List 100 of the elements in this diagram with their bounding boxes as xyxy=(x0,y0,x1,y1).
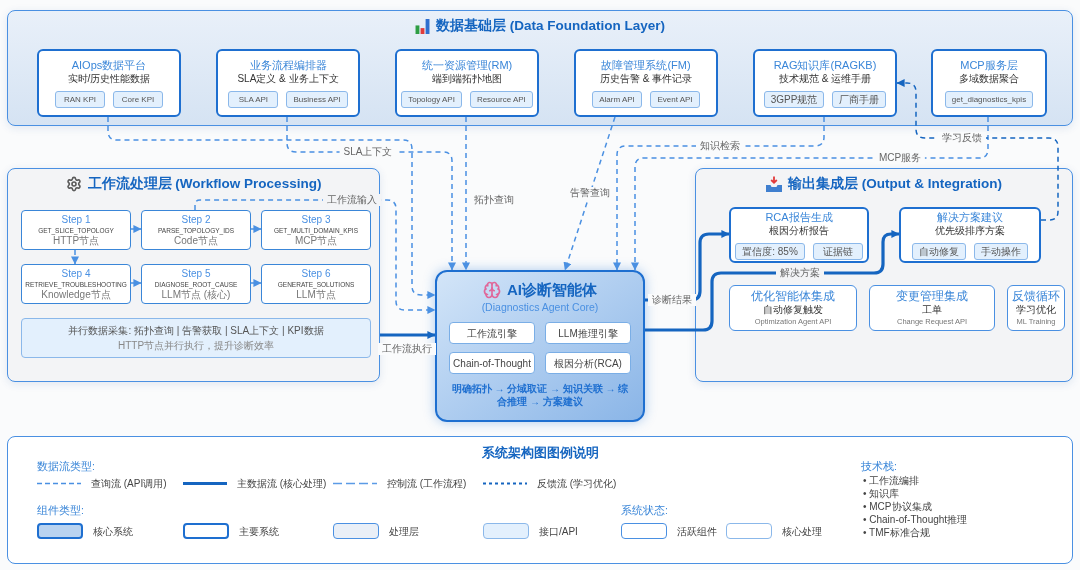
integration-box xyxy=(729,285,857,331)
list-item: • TMF标准合规 xyxy=(863,527,930,539)
note-text: 并行数据采集: 拓扑查询 | 告警获取 | SLA上下文 | KPI数据 xyxy=(68,324,324,337)
step-box xyxy=(21,264,131,304)
step-type: Knowledge节点 xyxy=(41,288,111,301)
integration-box xyxy=(869,285,995,331)
step-title: Step 4 xyxy=(61,267,91,280)
tag: get_diagnostics_kpis xyxy=(944,91,1034,108)
legend-heading: 数据流类型: xyxy=(37,459,95,474)
step-box xyxy=(141,210,251,250)
module-box: 工作流引擎 xyxy=(449,322,535,344)
box-title: 故障管理系统(FM) xyxy=(601,58,691,72)
legend-label: 控制流 (工作流程) xyxy=(387,476,467,491)
core-subtitle: (Diagnostics Agent Core) xyxy=(481,300,599,314)
tag: Alarm API xyxy=(592,91,642,108)
step-title: Step 6 xyxy=(301,267,331,280)
legend-label: 处理层 xyxy=(389,524,419,539)
box-title: AIOps数据平台 xyxy=(71,58,147,72)
layer-panel xyxy=(7,10,1073,126)
arrow xyxy=(130,279,142,287)
arrow xyxy=(613,116,825,271)
step-title: Step 3 xyxy=(301,213,331,226)
legend-label: 接口/API xyxy=(539,524,578,539)
step-type: LLM节点 xyxy=(296,288,336,301)
tag: RAN KPI xyxy=(55,91,105,108)
step-type: LLM节点 (核心) xyxy=(161,288,231,301)
box-subtitle: 端到端拓扑地图 xyxy=(432,72,502,85)
box-subtitle: 优先级排序方案 xyxy=(935,224,1005,237)
arrow xyxy=(563,116,616,271)
layer-title: 工作流处理层 (Workflow Processing) xyxy=(87,175,322,193)
system-box xyxy=(395,49,539,117)
edge-label: 诊断结果 xyxy=(648,294,696,306)
edge-label: MCP服务 xyxy=(874,152,926,164)
arrow xyxy=(130,225,142,233)
box-title: 统一资源管理(RM) xyxy=(421,58,513,72)
arrow xyxy=(107,116,436,299)
tag: Resource API xyxy=(469,91,533,108)
note-subtext: HTTP节点并行执行，提升诊断效率 xyxy=(117,339,275,352)
step-box xyxy=(141,264,251,304)
edge-label: 解决方案 xyxy=(776,267,824,279)
step-title: Step 5 xyxy=(181,267,211,280)
step-type: HTTP节点 xyxy=(52,234,100,247)
system-box xyxy=(931,49,1047,117)
edge-label: 知识检索 xyxy=(696,140,744,152)
box-subtitle: 自动修复触发 xyxy=(763,303,823,316)
system-box xyxy=(729,207,869,263)
legend-heading: 系统状态: xyxy=(621,503,668,518)
step-title: Step 2 xyxy=(181,213,211,226)
legend-label: 核心处理 xyxy=(782,524,822,539)
tag: Event API xyxy=(650,91,700,108)
list-item: • MCP协议集成 xyxy=(863,501,932,513)
box-subtitle: 历史告警 & 事件记录 xyxy=(599,72,693,85)
layer-title: 输出集成层 (Output & Integration) xyxy=(788,175,1002,193)
system-box xyxy=(574,49,718,117)
edge-label: SLA上下文 xyxy=(339,146,397,158)
core-panel xyxy=(435,270,645,422)
arrow xyxy=(462,116,470,271)
box-subtitle: SLA定义 & 业务上下文 xyxy=(237,72,339,85)
system-box xyxy=(37,49,181,117)
system-box xyxy=(216,49,360,117)
step-title: Step 1 xyxy=(61,213,91,226)
box-title: 解决方案建议 xyxy=(937,210,1003,224)
tag: 手动操作 xyxy=(974,243,1028,260)
box-title: RAG知识库(RAGKB) xyxy=(773,58,877,72)
step-type: MCP节点 xyxy=(294,234,338,247)
box-subtitle: 学习优化 xyxy=(1016,303,1056,316)
list-item: • 知识库 xyxy=(863,488,900,500)
box-subtitle: 实时/历史性能数据 xyxy=(67,72,151,85)
box-subtitle: 多域数据聚合 xyxy=(959,72,1019,85)
step-box xyxy=(21,210,131,250)
edge-label: 学习反馈 xyxy=(938,132,986,144)
system-box xyxy=(899,207,1041,263)
legend-label: 主要系统 xyxy=(239,524,279,539)
layer-title: 数据基础层 (Data Foundation Layer) xyxy=(436,17,665,35)
layer-panel xyxy=(7,168,380,382)
legend-label: 活跃组件 xyxy=(677,524,717,539)
box-subtitle: 技术规范 & 运维手册 xyxy=(778,72,872,85)
list-item: • Chain-of-Thought推理 xyxy=(863,514,968,526)
box-subtitle: 根因分析报告 xyxy=(769,224,829,237)
box-title: RCA报告生成 xyxy=(765,210,833,224)
layer-panel xyxy=(695,168,1073,382)
arrow xyxy=(71,249,79,265)
tag: 置信度: 85% xyxy=(735,243,805,260)
legend-label: 主数据流 (核心处理) xyxy=(237,476,327,491)
box-title: 反馈循环 xyxy=(1012,289,1060,303)
box-title: 优化智能体集成 xyxy=(751,289,835,303)
list-item: • 工作流编排 xyxy=(863,475,920,487)
box-title: 变更管理集成 xyxy=(896,289,968,303)
module-box: Chain-of-Thought xyxy=(449,352,535,374)
process-steps: 明确拓扑 → 分域取证 → 知识关联 → 综合推理 → 方案建议 xyxy=(449,382,631,408)
module-box: LLM推理引擎 xyxy=(545,322,631,344)
integration-box xyxy=(1007,285,1065,331)
tag: 证据链 xyxy=(812,243,863,260)
tag: 自动修复 xyxy=(912,243,966,260)
arrow xyxy=(250,225,262,233)
edge-label: 工作流执行 xyxy=(378,343,436,355)
tag: 3GPP规范 xyxy=(763,91,825,108)
arrow xyxy=(380,331,436,339)
tag: SLA API xyxy=(228,91,279,108)
tag: 厂商手册 xyxy=(832,91,887,108)
